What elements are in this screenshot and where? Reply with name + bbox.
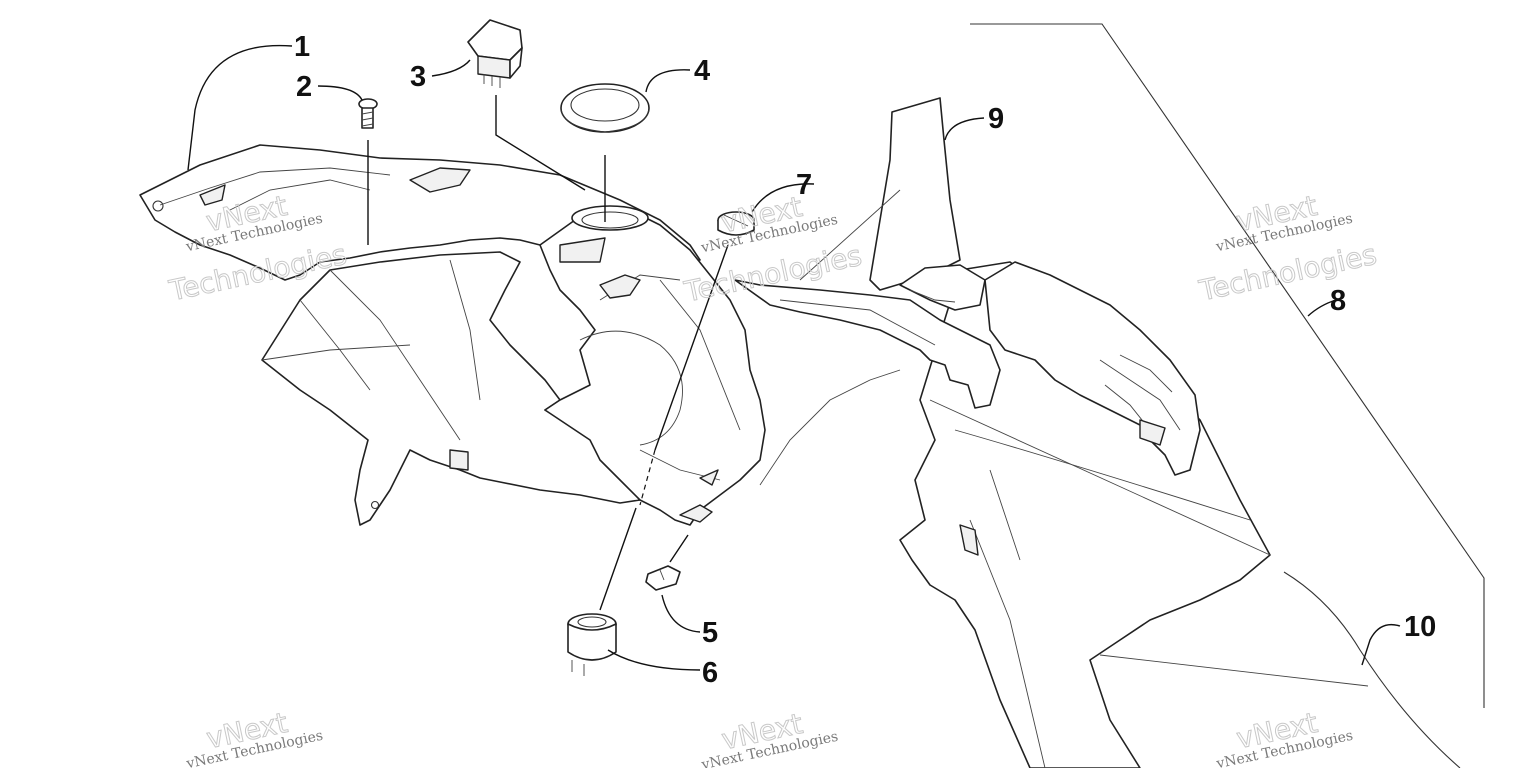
screw <box>358 98 378 129</box>
callout-2: 2 <box>296 71 312 103</box>
callout-labels: 1 2 3 4 5 6 7 8 9 10 <box>294 31 1436 689</box>
callout-1: 1 <box>294 31 310 63</box>
callout-5: 5 <box>702 617 718 649</box>
callout-9: 9 <box>988 103 1004 135</box>
rocker-switch <box>467 19 523 88</box>
callout-7: 7 <box>796 169 812 201</box>
leader-lines <box>187 44 1401 671</box>
watermark-bottom-center: vNext vNext Technologies <box>699 707 839 768</box>
callout-8: 8 <box>1330 285 1346 317</box>
watermark-right: vNext vNext Technologies Technologies <box>1195 189 1380 309</box>
callout-10: 10 <box>1404 611 1436 643</box>
callout-6: 6 <box>702 657 718 689</box>
center-bracket <box>734 264 1001 409</box>
watermark-bottom-right: vNext vNext Technologies <box>1214 705 1354 768</box>
ignition-switch <box>567 613 617 676</box>
main-console <box>139 144 901 526</box>
clip <box>645 565 681 591</box>
watermark-center: vNext vNext Technologies Technologies <box>680 190 865 310</box>
callout-4: 4 <box>694 55 710 87</box>
watermark-bottom-left: vNext vNext Technologies <box>184 705 324 768</box>
knob-cap <box>717 211 755 236</box>
callout-3: 3 <box>410 61 426 93</box>
bezel-ring <box>560 83 650 133</box>
right-shroud <box>984 261 1201 476</box>
side-panel <box>970 23 1485 768</box>
